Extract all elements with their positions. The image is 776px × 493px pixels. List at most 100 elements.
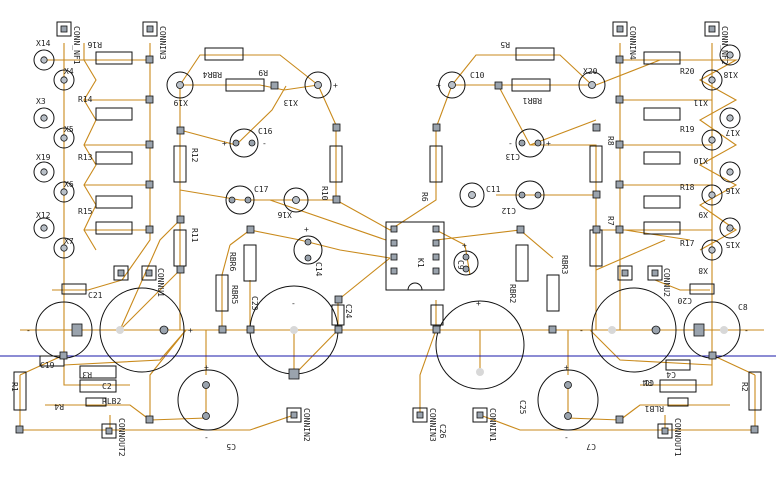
capacitor-c14	[293, 235, 323, 265]
label-conn-nf1: CONN_NF1	[72, 26, 81, 65]
label-minus-c21: -	[26, 326, 31, 335]
label-plus-c16: +	[222, 139, 227, 148]
transistor-x16	[283, 187, 309, 213]
label-conn-out1: CONNOUT1	[673, 418, 682, 457]
transistor-x19-driver	[166, 71, 194, 99]
label-plus-c5: +	[204, 363, 209, 372]
resistor-r-right-5	[643, 221, 681, 235]
label-x4: X4	[64, 67, 74, 76]
resistor-r12	[173, 145, 187, 183]
resistor-rbr3	[546, 274, 560, 312]
transistor-x7	[53, 237, 75, 259]
label-c7: C7	[586, 442, 596, 451]
capacitor-c1	[659, 379, 697, 393]
label-c25: C25	[518, 400, 527, 415]
capacitor-c2	[79, 379, 117, 393]
label-x16r: X16	[725, 186, 740, 195]
label-x9: X9	[698, 210, 708, 219]
resistor-r2	[748, 371, 762, 411]
label-r9: R9	[258, 68, 268, 77]
connector-in1-pad	[472, 407, 488, 423]
label-x8: X8	[698, 266, 708, 275]
transistor-x12	[33, 217, 55, 239]
label-minus-c5: -	[204, 433, 209, 442]
resistor-rbr4	[204, 47, 244, 61]
label-x12: X12	[36, 211, 51, 220]
label-plus-x13: +	[333, 81, 338, 90]
capacitor-c8: C8 -	[683, 301, 749, 359]
label-x10: X10	[693, 156, 708, 165]
label-c23: C23	[250, 296, 259, 311]
label-plus-c13: +	[546, 139, 551, 148]
label-r4: R4	[54, 402, 64, 411]
label-x19: X19	[36, 153, 51, 162]
capacitor-c22-small	[689, 283, 715, 295]
label-r19: R19	[680, 125, 695, 134]
label-connu2: CONNU2	[662, 268, 671, 297]
connector-u2b-pad	[647, 265, 663, 281]
capacitor-c5: C5 + -	[177, 363, 239, 451]
label-r7: R7	[606, 216, 615, 226]
resistor-r5	[515, 47, 555, 61]
connector-u1b-pad	[141, 265, 157, 281]
label-x14: X14	[36, 39, 51, 48]
label-minus-c23: -	[291, 299, 296, 308]
capacitor-c13	[515, 128, 545, 158]
label-r4-right: R4	[642, 378, 652, 387]
label-c26: C26	[438, 424, 447, 439]
label-minus-c16: -	[262, 139, 267, 148]
connector-in3-pad	[142, 21, 158, 37]
label-x5: X5	[64, 125, 74, 134]
label-plus-c22: +	[188, 326, 193, 335]
transistor-x6	[53, 181, 75, 203]
capacitor-c16	[229, 128, 259, 158]
resistor-r1	[13, 371, 27, 411]
connector-u1-pad	[113, 265, 129, 281]
capacitor-c26	[430, 304, 444, 326]
left-resistor-bank: R16 R14 R13 R15	[78, 40, 133, 235]
capacitor-c22: +	[99, 287, 193, 373]
connector-out2-pad	[101, 423, 117, 439]
label-c2: C2	[102, 382, 112, 391]
label-x13: X13	[283, 98, 298, 107]
connector-in3b-pad	[412, 407, 428, 423]
label-rbr6: RBR6	[228, 252, 237, 271]
label-r18: R18	[680, 183, 695, 192]
transistor-x10r	[701, 129, 723, 151]
resistor-rbr5	[215, 274, 229, 312]
label-rbr5: RBR5	[230, 285, 239, 304]
resistor-connu	[95, 221, 133, 235]
resistor-r14	[95, 107, 133, 121]
left-driver-stage: X19 RBR4 R9 X13 + C16 + - R12 R10 C17 X1…	[166, 47, 343, 267]
label-x3: X3	[36, 97, 46, 106]
label-conn-in3b: CONNIN3	[428, 408, 437, 442]
resistor-r17	[643, 195, 681, 209]
label-x19-driver: X19	[173, 98, 188, 107]
label-c13: C13	[505, 152, 520, 161]
resistor-r6	[429, 145, 443, 183]
label-c17: C17	[254, 185, 269, 194]
connector-out1-pad	[657, 423, 673, 439]
label-conn-nf2: CONN_NF2	[720, 26, 729, 65]
resistor-rlb1	[667, 397, 689, 407]
transistor-x4	[53, 69, 75, 91]
label-r10: R10	[320, 186, 329, 201]
transistor-x13	[304, 71, 332, 99]
label-rlb1: RLB1	[645, 404, 664, 413]
label-minus-c13: -	[508, 139, 513, 148]
top-left-connectors: CONN_NF1 CONNIN3	[56, 21, 167, 65]
label-r2: R2	[740, 382, 749, 392]
label-r5: R5	[500, 40, 510, 49]
label-r12: R12	[190, 148, 199, 163]
resistor-rlb2	[85, 397, 107, 407]
label-rbr3: RBR3	[560, 255, 569, 274]
label-x15: X15	[725, 240, 740, 249]
transistor-x8	[701, 239, 723, 261]
label-rbr4: RBR4	[203, 70, 222, 79]
label-r14: R14	[78, 95, 93, 104]
connector-in4-pad	[612, 21, 628, 37]
transistor-x17	[719, 107, 741, 129]
label-x18: X18	[723, 70, 738, 79]
connector-nf2-pad	[704, 21, 720, 37]
